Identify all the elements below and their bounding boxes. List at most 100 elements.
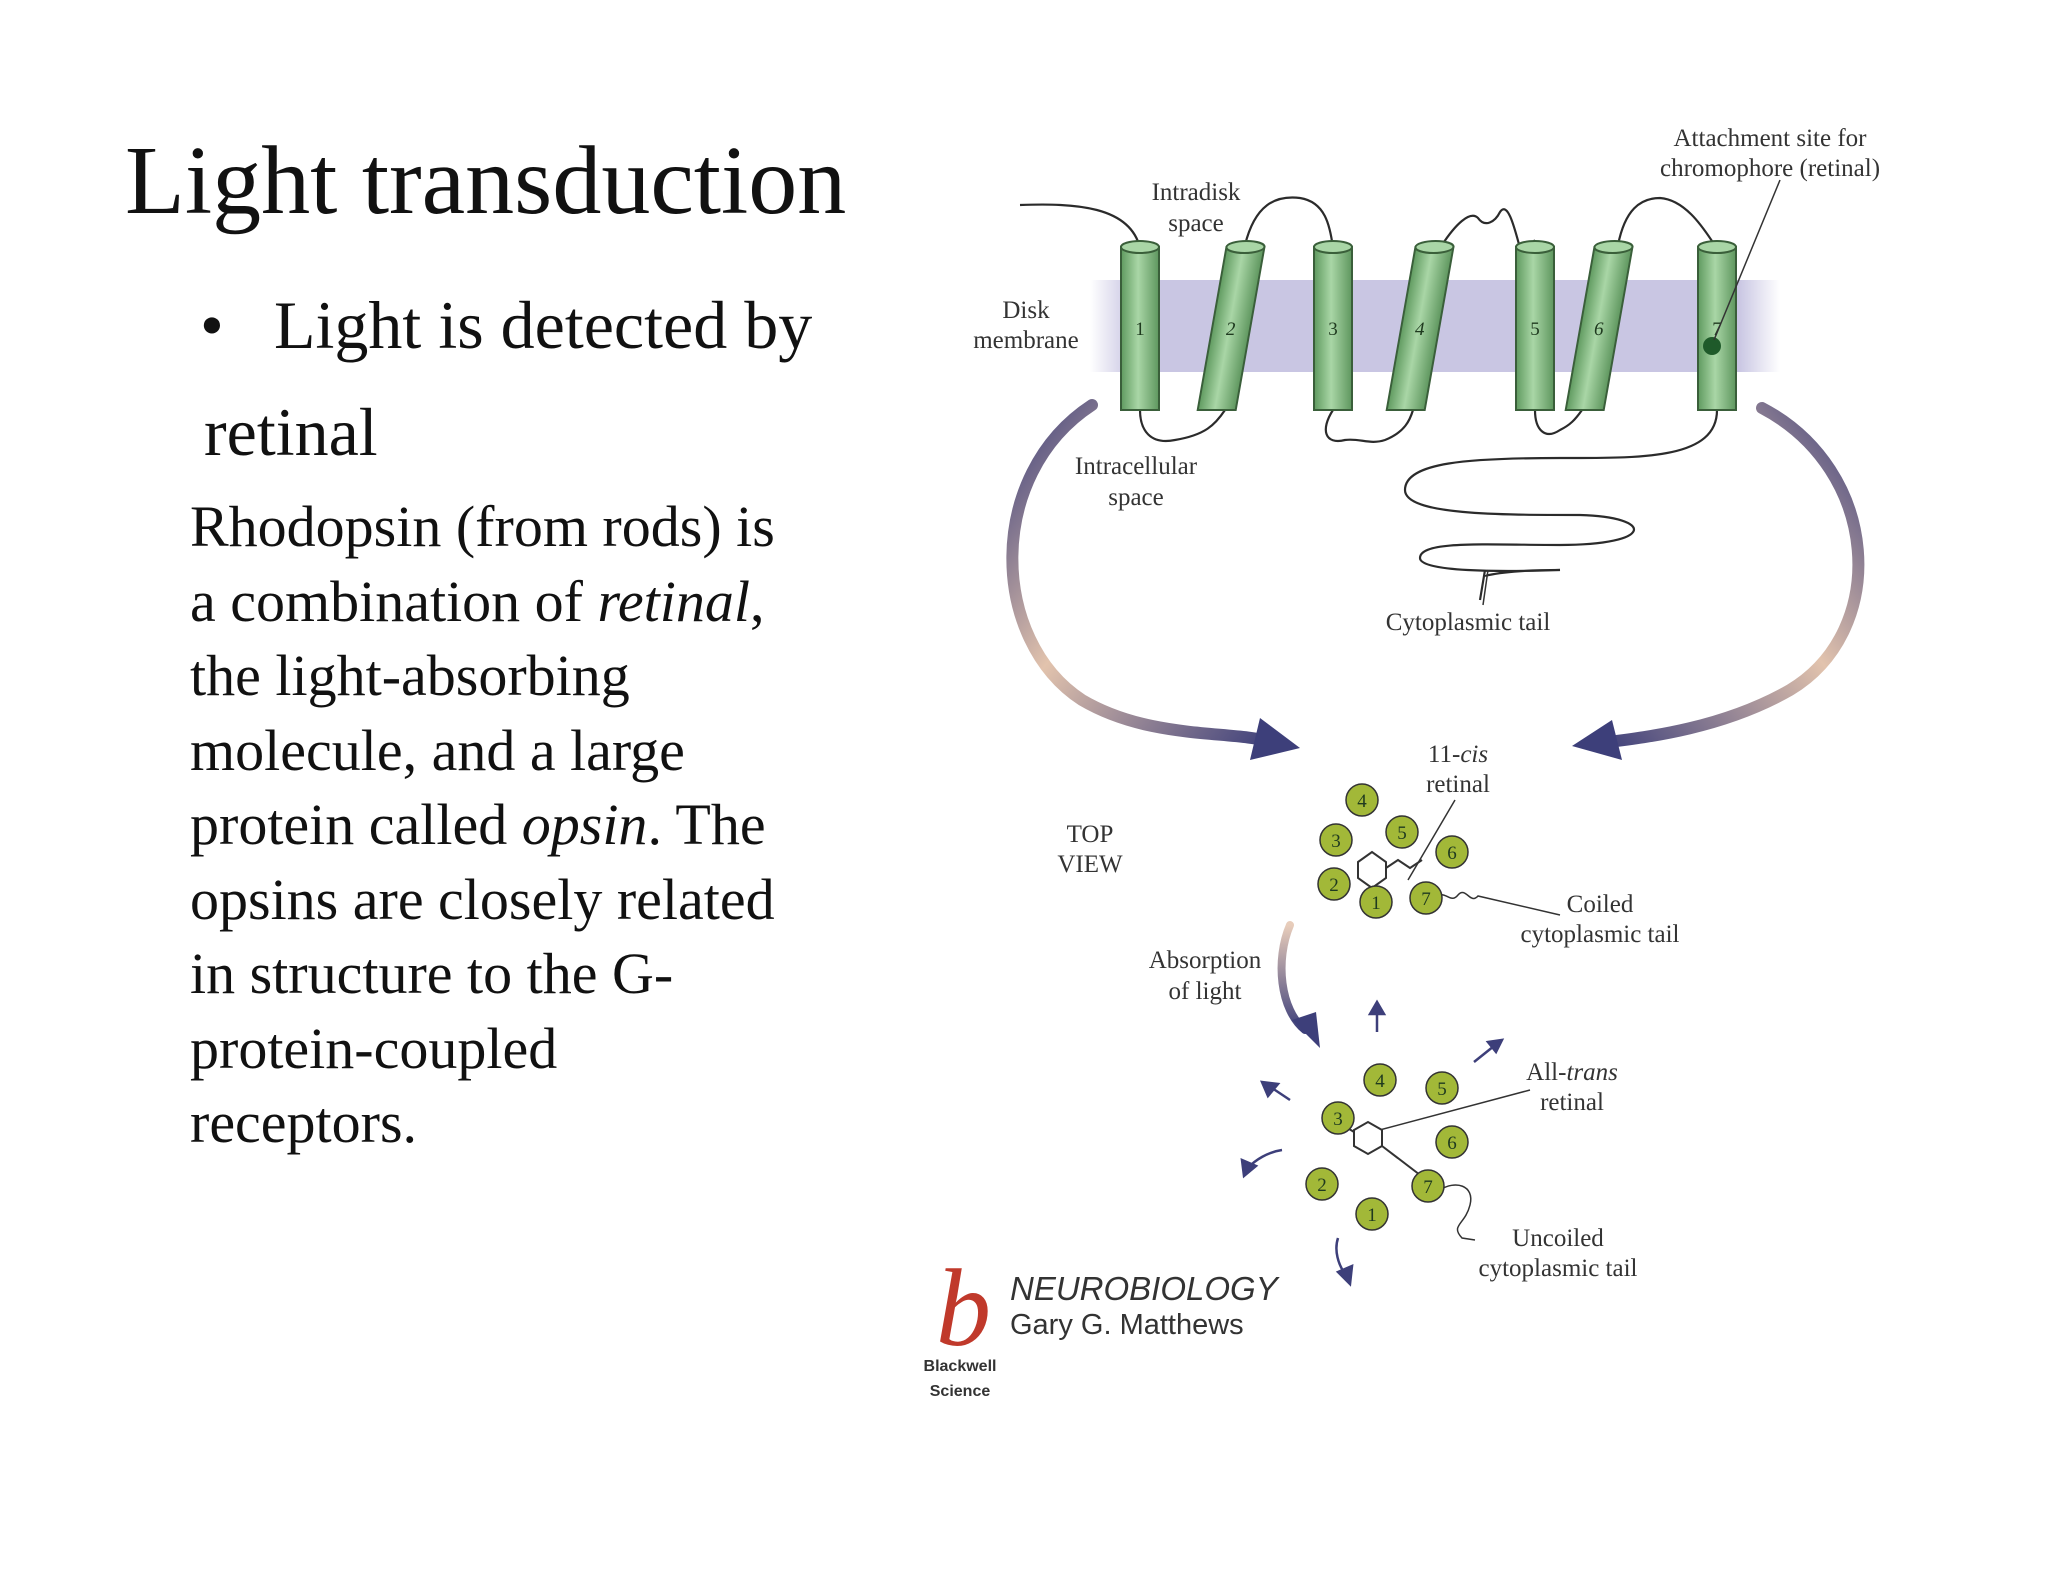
helix-circle: [1345, 783, 1379, 817]
absorption-arrow: [1277, 921, 1309, 1034]
body-paragraph: Rhodopsin (from rods) is a combination o…: [190, 490, 870, 1161]
left-curved-arrow: [1006, 399, 1278, 748]
cis-retinal-label: 11-cis: [1428, 741, 1488, 768]
helix-number: 5: [1530, 319, 1540, 340]
helix-circle: [1411, 1169, 1445, 1203]
bullet-dot-icon: •: [200, 287, 224, 363]
body-line: Rhodopsin (from rods) is: [190, 494, 775, 559]
disk-membrane-label: membrane: [973, 327, 1079, 354]
helix-circle: [1355, 1197, 1389, 1231]
body-emphasis: opsin: [521, 792, 648, 857]
top-view-label: TOP: [1067, 821, 1114, 848]
body-line: protein-coupled: [190, 1015, 558, 1081]
helix-1: 1: [1120, 240, 1160, 411]
trans-retinal-label: All-trans: [1526, 1059, 1618, 1086]
right-arrowhead-icon: [1572, 720, 1622, 760]
helix-number: 6: [1592, 319, 1605, 340]
absorption-arrowhead-icon: [1292, 1012, 1320, 1048]
svg-text:1: 1: [1371, 893, 1381, 914]
intracellular-label: space: [1108, 484, 1164, 511]
body-line: the light-absorbing: [190, 643, 630, 708]
body-emphasis: retinal: [597, 568, 751, 634]
motion-arrows: [1240, 999, 1505, 1287]
helix-circle: [1385, 815, 1419, 849]
coiled-tail-label: cytoplasmic tail: [1521, 921, 1680, 948]
helix-circle: [1409, 881, 1443, 915]
bullet-point: • Light is detected by retinal: [200, 272, 880, 486]
body-line: opsins are closely related: [190, 866, 775, 932]
logo-b-letter: b: [936, 1247, 991, 1369]
body-line: in structure to the G-: [190, 941, 674, 1006]
transmembrane-helices: 1 2 3 4 5 6 7: [1120, 240, 1737, 411]
helix-circle: [1305, 1167, 1339, 1201]
absorption-label: Absorption: [1149, 947, 1262, 974]
uncoiled-tail-label: cytoplasmic tail: [1479, 1255, 1638, 1282]
svg-text:2: 2: [1317, 1175, 1327, 1196]
helix-circle: [1363, 1063, 1397, 1097]
attachment-label: Attachment site for: [1674, 125, 1868, 152]
coiled-tail-label: Coiled: [1567, 891, 1634, 918]
left-arrowhead-icon: [1250, 718, 1300, 760]
intracellular-label: Intracellular: [1075, 453, 1198, 480]
right-curved-arrow: [1594, 402, 1865, 749]
logo-publisher: Blackwell: [924, 1358, 997, 1375]
disk-membrane-label: Disk: [1002, 297, 1050, 324]
absorption-label: of light: [1169, 978, 1242, 1005]
svg-text:7: 7: [1421, 889, 1431, 910]
helix-number: 3: [1328, 319, 1338, 340]
logo-publisher: Science: [930, 1383, 991, 1400]
top-view-label: VIEW: [1057, 851, 1123, 878]
helix-5: 5: [1515, 240, 1555, 411]
body-line: a combination of retinal,: [190, 568, 765, 634]
logo-title: NEUROBIOLOGY: [1010, 1270, 1280, 1307]
attachment-pointer-line: [1713, 179, 1781, 341]
helix-circle: [1425, 1071, 1459, 1105]
helix-6: 6: [1564, 240, 1634, 411]
svg-text:3: 3: [1333, 1109, 1343, 1130]
svg-text:5: 5: [1397, 823, 1407, 844]
helix-2: 2: [1196, 240, 1266, 411]
svg-text:7: 7: [1423, 1177, 1433, 1198]
bullet-text-line1: Light is detected by: [274, 287, 813, 363]
body-line: molecule, and a large: [190, 717, 685, 783]
helix-4: 4: [1385, 240, 1455, 411]
helix-number: 1: [1135, 319, 1145, 340]
helix-circle: [1319, 823, 1353, 857]
intradisk-label: space: [1168, 210, 1224, 237]
helix-number: 2: [1224, 319, 1237, 340]
attachment-label: chromophore (retinal): [1660, 155, 1880, 182]
uncoiled-tail-label: Uncoiled: [1512, 1225, 1604, 1252]
svg-text:4: 4: [1375, 1071, 1385, 1092]
cis-retinal-label: retinal: [1426, 771, 1490, 798]
cyto-tail-pointer-line: [1482, 569, 1489, 606]
intradisk-label: Intradisk: [1152, 179, 1241, 206]
svg-text:6: 6: [1447, 1133, 1457, 1154]
bullet-text-line2: retinal: [204, 394, 378, 470]
helix-number: 7: [1712, 319, 1722, 340]
trans-retinal-label: retinal: [1540, 1089, 1604, 1116]
svg-text:6: 6: [1447, 843, 1457, 864]
helix-circle: [1317, 867, 1351, 901]
body-line: protein called opsin. The: [190, 792, 766, 857]
helix-circle: [1321, 1101, 1355, 1135]
publisher-logo: b NEUROBIOLOGY Gary G. Matthews Blackwel…: [924, 1247, 1280, 1400]
helix-number: 4: [1413, 319, 1427, 340]
svg-text:1: 1: [1367, 1205, 1377, 1226]
slide-title: Light transduction: [125, 127, 847, 235]
cytoplasmic-tail-label: Cytoplasmic tail: [1386, 609, 1551, 636]
top-view-trans: 4 5 3 6 2 7 1: [1305, 1063, 1531, 1241]
helix-circle: [1435, 835, 1469, 869]
helix-circle: [1359, 885, 1393, 919]
helix-circle: [1435, 1125, 1469, 1159]
body-line: receptors.: [190, 1090, 418, 1155]
svg-text:3: 3: [1331, 831, 1341, 852]
retinal-attachment-dot: [1703, 337, 1721, 355]
helix-7: 7: [1697, 240, 1737, 411]
helix-3: 3: [1313, 240, 1353, 411]
svg-text:4: 4: [1357, 791, 1367, 812]
svg-text:5: 5: [1437, 1079, 1447, 1100]
logo-author: Gary G. Matthews: [1010, 1309, 1244, 1341]
svg-text:2: 2: [1329, 875, 1339, 896]
top-view-cis: 4 3 5 6 2 1 7: [1317, 783, 1561, 919]
